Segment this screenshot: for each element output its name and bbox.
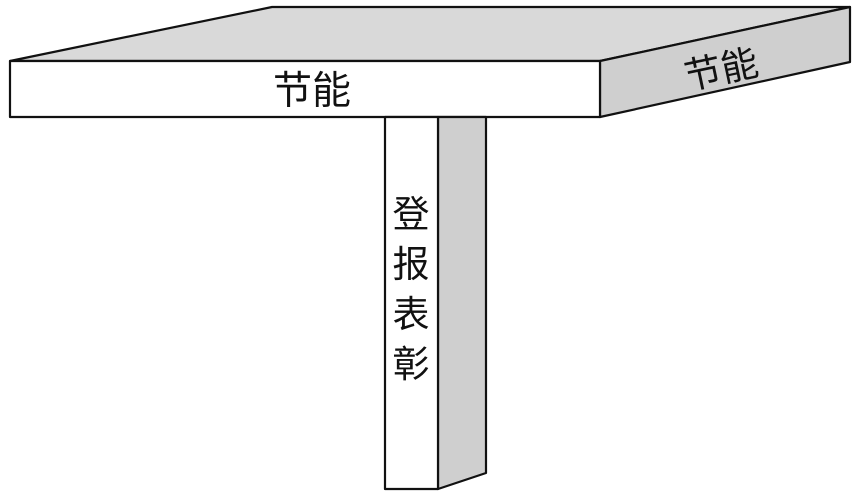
post-side-face: [436, 115, 488, 491]
post-label-char-1: 登: [393, 193, 430, 236]
post-label-char-2: 报: [393, 243, 430, 286]
post-label-char-4: 彰: [393, 343, 430, 386]
post-label-char-3: 表: [393, 293, 430, 336]
slab-front-face: [8, 59, 602, 119]
slab-front-label: 节能: [273, 69, 351, 114]
post-front-face: [383, 115, 440, 491]
post-label: 登 报 表 彰: [393, 193, 430, 386]
